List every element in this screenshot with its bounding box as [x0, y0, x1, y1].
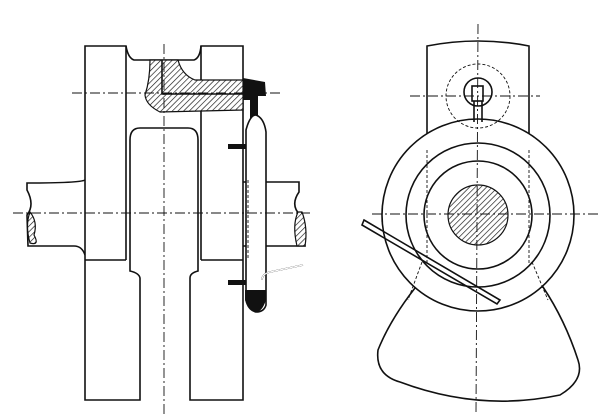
- bolt-upper: [228, 144, 246, 149]
- counterweight: [376, 286, 581, 402]
- side-view: [13, 44, 310, 415]
- end-view: [361, 23, 598, 414]
- oil-cup-bottom: [245, 290, 266, 312]
- bolt-lower: [228, 280, 246, 285]
- left-shaft: [26, 179, 86, 256]
- crank-pin-section: [144, 59, 244, 113]
- left-shaft-section: [26, 210, 37, 245]
- inner-circle: [423, 160, 533, 270]
- right-shaft-section: [294, 211, 307, 247]
- shaft-section: [447, 184, 509, 246]
- hidden-line-lower-right: [531, 261, 549, 301]
- crank-webs: [84, 45, 244, 401]
- oil-tube: [361, 218, 502, 306]
- hidden-line-lower-left: [407, 261, 423, 301]
- vertical-centerline-end: [475, 23, 479, 414]
- oil-fitting: [243, 78, 266, 118]
- oil-cup-top: [245, 114, 267, 313]
- stem: [473, 101, 483, 122]
